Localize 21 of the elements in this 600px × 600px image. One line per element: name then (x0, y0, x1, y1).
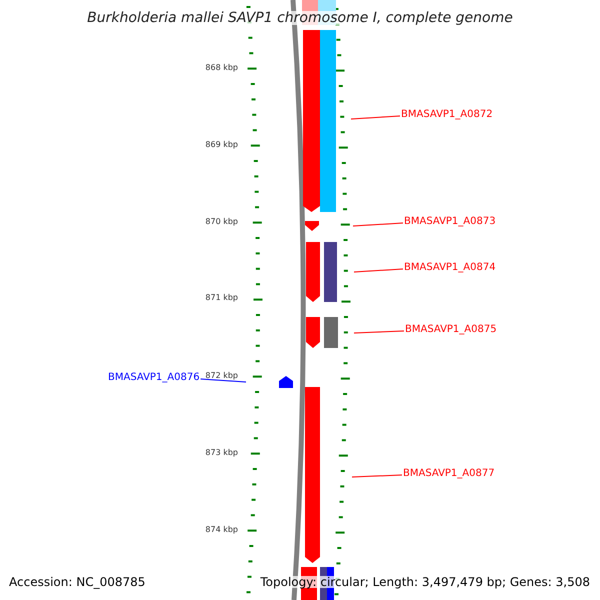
scale-label: 874 kbp (205, 526, 238, 534)
scale-label: 872 kbp (205, 372, 238, 380)
leader-line (352, 222, 404, 226)
gene-label: BMASAVP1_A0873 (404, 217, 496, 227)
leader-line (354, 268, 404, 272)
gene-label: BMASAVP1_A0877 (403, 469, 495, 479)
footer-text: Accession: NC_008785 (9, 576, 146, 588)
scale-label: 871 kbp (205, 294, 238, 302)
footer-text: Topology: circular; Length: 3,497,479 bp; Genes: 3,508 (260, 576, 590, 588)
leader-line (352, 474, 402, 478)
gene-label: BMASAVP1_A0876 (108, 373, 200, 383)
leader-line (350, 116, 400, 120)
scale-label: 870 kbp (205, 218, 238, 226)
leader-line (200, 378, 246, 382)
leader-line (354, 330, 404, 334)
gene-label: BMASAVP1_A0875 (405, 325, 497, 335)
scale-label: 869 kbp (205, 141, 238, 149)
gene-label: BMASAVP1_A0874 (404, 263, 496, 273)
scale-label: 873 kbp (205, 449, 238, 457)
scale-label: 868 kbp (205, 64, 238, 72)
gene-label: BMASAVP1_A0872 (401, 110, 493, 120)
